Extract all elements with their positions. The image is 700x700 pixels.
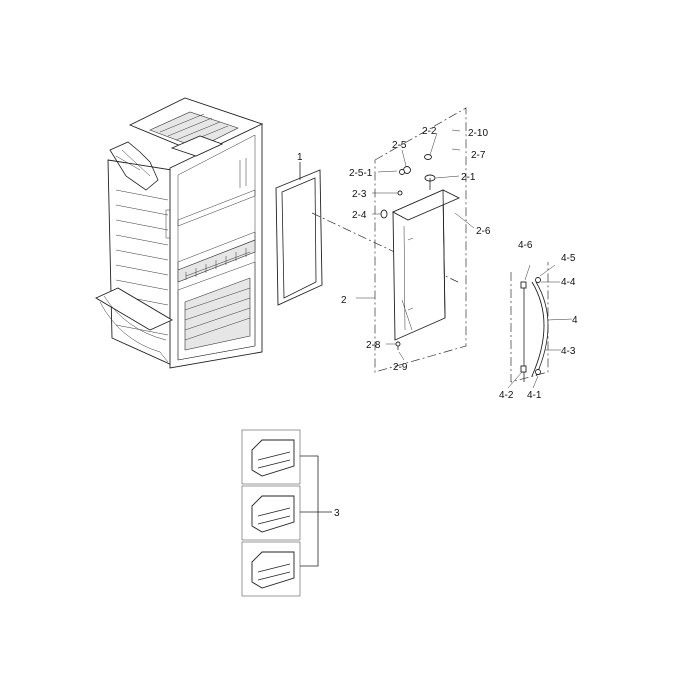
label-2-3: 2-3 [352,189,367,200]
refrigerator-cabinet [95,97,264,369]
label-4-5: 4-5 [561,253,576,264]
door-gasket-part [275,162,323,306]
label-2-9: 2-9 [393,362,408,373]
label-4-1: 4-1 [527,390,542,401]
label-4-4: 4-4 [561,277,576,288]
label-2-5-1: 2-5-1 [349,168,373,179]
handle-assembly-part [507,262,573,389]
label-4-2: 4-2 [499,390,514,401]
label-4-6: 4-6 [518,240,533,251]
label-4-3: 4-3 [561,346,576,357]
door-assembly-part [356,107,475,373]
door-bins-part [241,429,332,597]
label-4: 4 [572,315,578,326]
callout-labels: 1 2 2-1 2-2 2-3 2-4 2-5 2-5-1 2-6 2-7 2-… [297,126,578,519]
label-3: 3 [334,508,340,519]
label-2: 2 [341,295,347,306]
projection-line-gasket [311,212,459,283]
label-2-10: 2-10 [468,128,488,139]
label-2-6: 2-6 [476,226,491,237]
label-2-4: 2-4 [352,210,367,221]
label-1: 1 [297,152,303,163]
label-2-5: 2-5 [392,140,407,151]
label-2-8: 2-8 [366,340,381,351]
label-2-7: 2-7 [471,150,486,161]
label-2-1: 2-1 [461,172,476,183]
label-2-2: 2-2 [422,126,437,137]
